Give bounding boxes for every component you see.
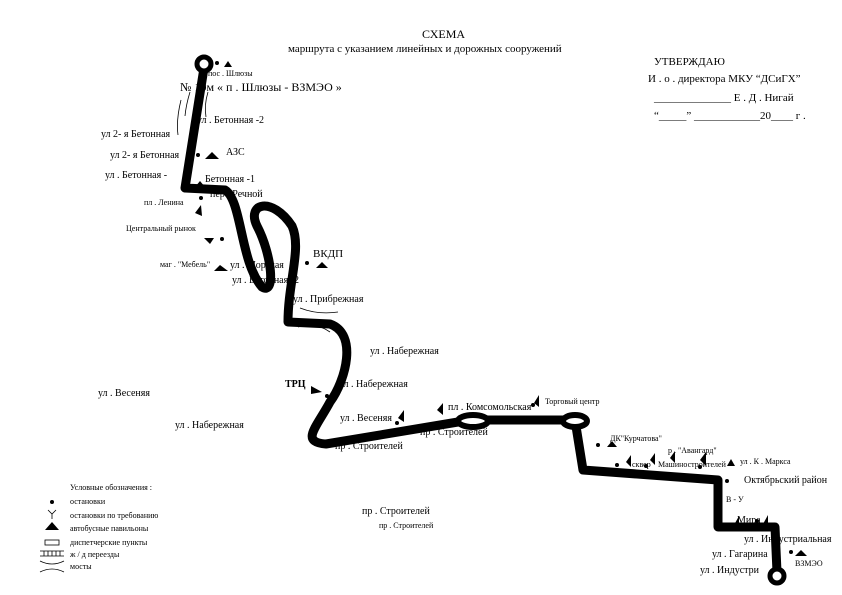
stop-label: Машиностроителей [658,460,726,469]
street-label: ул . Индустриальная [744,534,832,545]
street-label: Бетонная -1 [205,174,255,185]
street-label: пр . Строителей [379,521,434,530]
stop-label: пл . Комсомольская [448,402,532,413]
approval-date: “_____” ____________20____ г . [654,110,806,122]
stop-label: р . "Авангард" [668,446,717,455]
approval-position: И . о . директора МКУ “ДСиГХ” [648,73,801,85]
stop-dots [196,61,793,554]
stop-label: ул . К . Маркса [740,457,791,466]
scheme-subtitle: маршрута с указанием линейных и дорожных… [288,43,562,55]
stop-label: Октябрьский район [744,475,828,486]
stop-label: ДК"Курчатова" [610,434,662,443]
street-label: ул . Весеняя [340,413,392,424]
street-label: ул . Набережная [175,420,244,431]
street-label: ул 2- я Бетонная [101,129,171,140]
approval-signature: ______________ Е . Д . Нигай [654,92,794,104]
street-label: ул . Набережная [339,379,408,390]
start-terminal-icon [194,54,214,74]
dispatch-point-icon [455,412,491,430]
street-label: ул 2- я Бетонная [110,150,180,161]
route-name: № 10м « п . Шлюзы - ВЗМЭО » [180,80,342,94]
end-terminal-icon [767,566,787,586]
bridge-icons [177,91,339,333]
street-label: Мира [737,515,761,526]
stop-label: ТРЦ [285,379,306,390]
street-label: ул . Бетонная - [105,170,168,181]
bus-pavilion-icons [195,61,807,556]
street-label: ул . Индустри [700,565,759,576]
street-label: ул . Бетонная -2 [197,115,265,126]
legend-item-dispatch: диспетчерские пункты [70,538,148,547]
stop-label: маг . "Мебель" [160,260,211,269]
street-label: ул . Прибрежная [293,294,364,305]
street-label: пр . Строителей [420,427,488,438]
street-label: ул . Набережная [370,346,439,357]
route-line [180,67,782,573]
street-label: пр . Строителей [362,506,430,517]
stop-label: пл . Ленина [144,198,184,207]
stop-label: ВКДП [313,248,344,260]
legend-item-request-stops: остановки по требованию [70,511,159,520]
legend-item-rail-crossings: ж / д переезды [70,550,120,559]
dispatch-point-icon [560,412,590,430]
street-label: ул . Морская [230,260,284,271]
street-label: ул . Весеняя [98,388,150,399]
stop-label: сквер [632,460,651,469]
scheme-title: СХЕМА [422,27,466,41]
legend-item-pavilions: автобусные павильоны [70,524,149,533]
legend-title: Условные обозначения : [70,483,153,492]
stop-label: Торговый центр [545,397,600,406]
street-label: пр . Строителей [335,441,403,452]
street-label: пер . Речной [210,189,263,200]
stop-label: В - У [726,495,744,504]
stop-label: ВЗМЭО [795,559,823,568]
street-label: ул . Бетонная -2 [232,275,300,286]
legend-item-stops: остановки [70,497,106,506]
stop-label: Центральный рынок [126,224,196,233]
street-label: ул . Гагарина [712,549,768,560]
approval-heading: УТВЕРЖДАЮ [654,56,725,68]
stop-label: АЗС [226,147,245,158]
legend-item-bridges: мосты [70,562,92,571]
stop-label: пос . Шлюзы [208,69,253,78]
legend-icons [39,500,65,573]
